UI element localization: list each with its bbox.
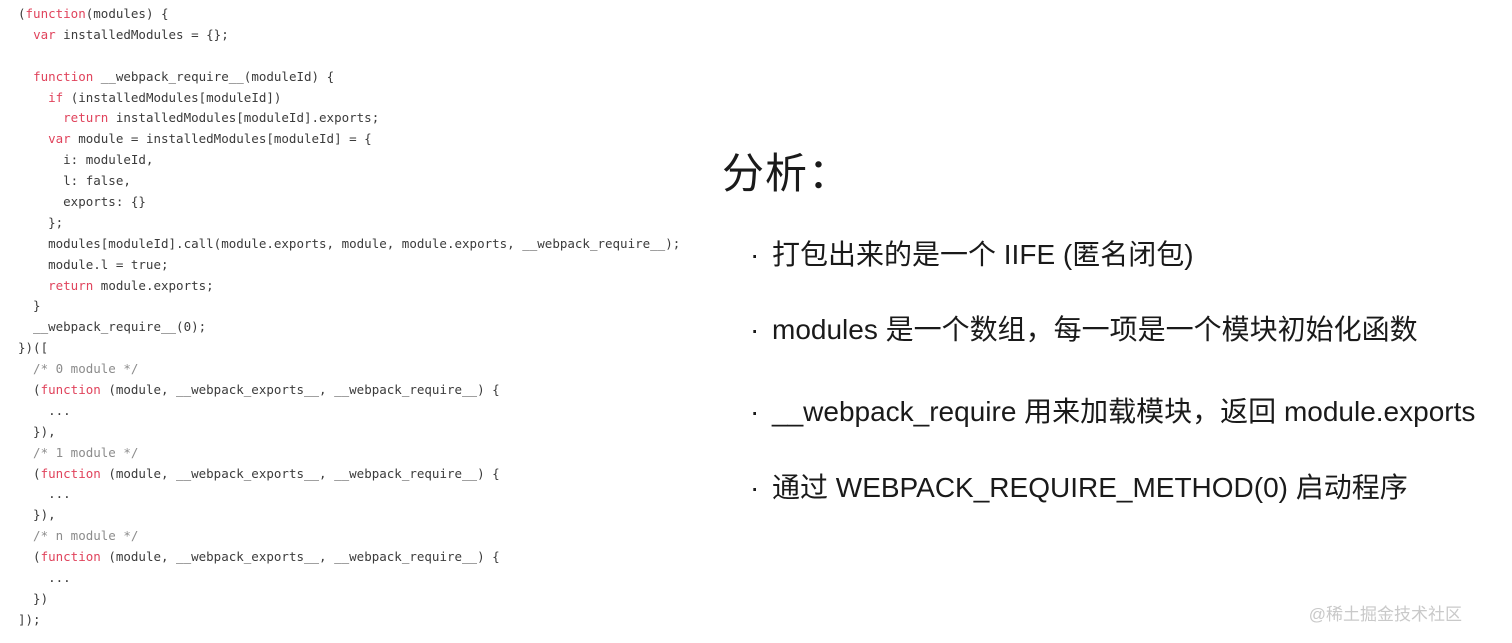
code-line: })([ (18, 340, 49, 356)
analysis-bullet-text: modules 是一个数组，每一项是一个模块初始化函数 (772, 314, 1418, 345)
code-line: /* 0 module */ (18, 361, 139, 377)
code-line: }), (18, 507, 56, 523)
code-line: ... (18, 570, 71, 586)
bullet-dot: · (750, 239, 760, 270)
bullet-dot: · (750, 396, 760, 427)
code-line: return installedModules[moduleId].export… (63, 110, 380, 126)
analysis-bullet-iife: · 打包出来的是一个 IIFE (匿名闭包) (750, 238, 1194, 272)
bullet-dot: · (750, 314, 760, 345)
analysis-bullet-modules: · modules 是一个数组，每一项是一个模块初始化函数 (750, 313, 1418, 347)
code-line: /* n module */ (18, 528, 139, 544)
code-line: (function (module, __webpack_exports__, … (18, 382, 500, 398)
code-line: /* 1 module */ (18, 444, 139, 460)
code-line: return module.exports; (48, 277, 214, 293)
code-line: modules[moduleId].call(module.exports, m… (18, 235, 681, 251)
code-line: exports: {} (18, 194, 146, 210)
code-line: function __webpack_require__(moduleId) { (33, 68, 335, 84)
code-line: (function(modules) { (18, 6, 169, 21)
code-line: __webpack_require__(0); (18, 319, 207, 335)
code-line: var installedModules = {}; (33, 26, 229, 42)
analysis-bullet-start: · 通过 WEBPACK_REQUIRE_METHOD(0) 启动程序 (750, 471, 1408, 505)
code-line: if (installedModules[moduleId]) (48, 89, 282, 105)
code-line: module.l = true; (18, 256, 169, 272)
code-line: (function (module, __webpack_exports__, … (18, 465, 500, 481)
code-line: }; (18, 214, 64, 230)
code-line: ... (18, 486, 71, 502)
code-line: l: false, (18, 173, 131, 189)
analysis-bullet-text: 通过 WEBPACK_REQUIRE_METHOD(0) 启动程序 (772, 472, 1408, 503)
code-line: i: moduleId, (18, 152, 154, 168)
code-line: ... (18, 402, 71, 418)
code-line: ]); (18, 611, 41, 627)
code-line: (function (module, __webpack_exports__, … (18, 549, 500, 565)
code-line: } (18, 298, 41, 314)
analysis-bullet-require: · __webpack_require 用来加载模块，返回 module.exp… (750, 395, 1475, 429)
analysis-heading: 分析： (722, 150, 852, 197)
code-line: }) (18, 590, 49, 606)
analysis-bullet-text: 打包出来的是一个 IIFE (匿名闭包) (772, 239, 1194, 270)
bullet-dot: · (750, 472, 760, 503)
analysis-bullet-text: __webpack_require 用来加载模块，返回 module.expor… (772, 396, 1476, 427)
watermark: @稀土掘金技术社区 (1308, 605, 1462, 624)
code-line: }), (18, 423, 56, 439)
code-line: var module = installedModules[moduleId] … (48, 131, 372, 147)
code-panel: (function(modules) { var installedModule… (18, 4, 680, 631)
code-line (18, 46, 680, 67)
